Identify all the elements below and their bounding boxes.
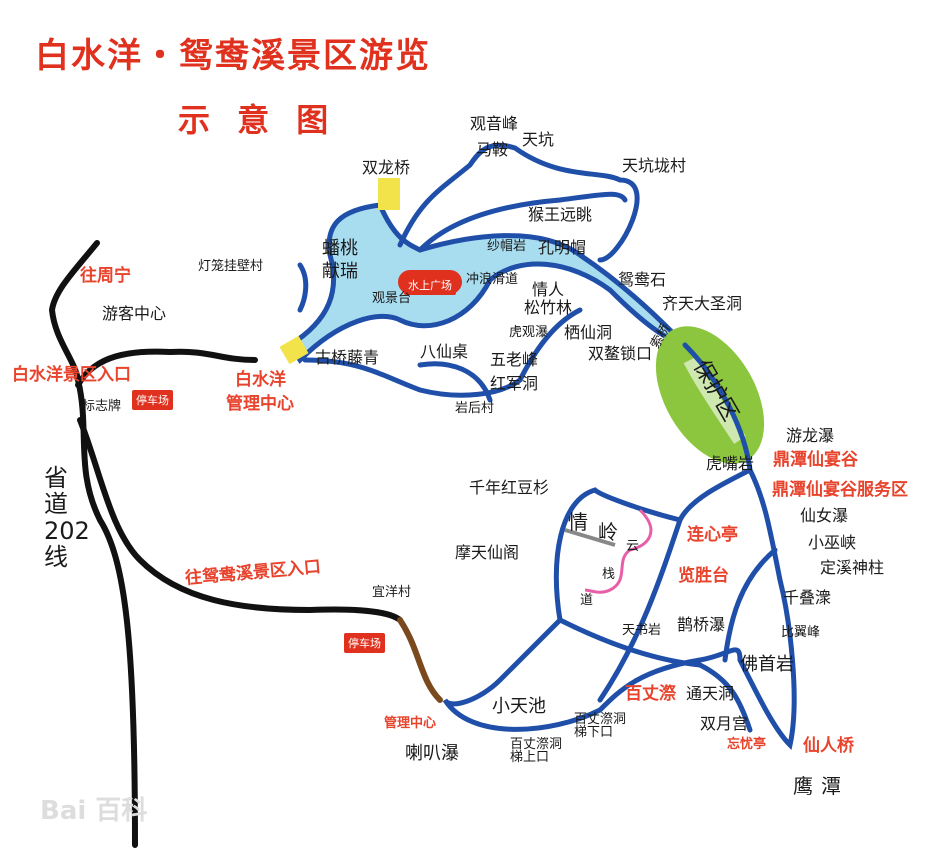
place-label: 鼎潭仙宴谷 bbox=[773, 450, 858, 470]
place-label: 百丈漈 bbox=[625, 684, 676, 704]
place-label: 摩天仙阁 bbox=[455, 543, 520, 562]
place-label: 天书岩 bbox=[622, 623, 662, 638]
place-label: 小天池 bbox=[492, 696, 546, 717]
place-label: 虎观瀑 bbox=[509, 325, 549, 340]
plank-road-label: 云 bbox=[626, 539, 640, 554]
place-label: 鸳鸯石 bbox=[618, 270, 667, 289]
place-label: 红军洞 bbox=[490, 374, 539, 393]
management-label: 管理中心 bbox=[226, 394, 294, 414]
place-label: 齐天大圣洞 bbox=[662, 294, 743, 313]
entrance-label: 白水洋景区入口 bbox=[12, 365, 131, 385]
place-label: 献瑞 bbox=[322, 261, 358, 282]
watermark: Bai 百科 bbox=[40, 796, 148, 826]
place-label: 千年红豆杉 bbox=[469, 478, 550, 497]
place-label: 比翼峰 bbox=[781, 625, 821, 640]
place-label: 小巫峡 bbox=[808, 533, 857, 552]
plank-road-label: 情 bbox=[568, 510, 588, 534]
place-label: 忘忧亭 bbox=[727, 737, 767, 752]
place-label: 情人 bbox=[532, 280, 565, 299]
plank-road bbox=[584, 508, 653, 594]
place-label: 双月宫 bbox=[700, 714, 749, 733]
bridge-yellow bbox=[378, 178, 400, 210]
direction-label: 往周宁 bbox=[80, 266, 131, 286]
map-subtitle: 示 意 图 bbox=[178, 101, 337, 139]
place-label: 鹊桥瀑 bbox=[677, 615, 726, 634]
place-label: 双龙桥 bbox=[362, 158, 411, 177]
road-bsy bbox=[75, 348, 258, 388]
plank-road-label: 道 bbox=[580, 593, 594, 608]
road-zhouning bbox=[48, 240, 138, 848]
place-label: 仙人桥 bbox=[803, 736, 854, 756]
place-label: 鹰潭 bbox=[793, 774, 849, 798]
place-label: 标志牌 bbox=[82, 399, 122, 414]
place-label: 双鳌锁口 bbox=[588, 344, 653, 363]
place-label: 八仙桌 bbox=[420, 342, 469, 361]
roads bbox=[48, 240, 443, 848]
water-plaza-badge: 水上广场 bbox=[404, 275, 456, 295]
parking-badge: 停车场 bbox=[132, 390, 173, 410]
place-label: 马鞍 bbox=[476, 140, 509, 159]
place-label: 天坑 bbox=[522, 130, 555, 149]
management-label: 管理中心 bbox=[384, 716, 437, 731]
place-label: 百丈漈洞梯上口 bbox=[510, 737, 563, 765]
place-label: 古桥藤青 bbox=[315, 348, 380, 367]
place-label: 喇叭瀑 bbox=[405, 743, 459, 764]
place-label: 通天洞 bbox=[686, 684, 735, 703]
place-label: 天坑垅村 bbox=[622, 156, 687, 175]
place-label: 灯笼挂壁村 bbox=[198, 259, 264, 274]
provincial-road-label: 省道202线 bbox=[44, 464, 90, 572]
place-label: 蟠桃 bbox=[322, 238, 358, 259]
place-label: 佛首岩 bbox=[740, 654, 794, 675]
management-label: 白水洋 bbox=[235, 370, 286, 390]
place-label: 连心亭 bbox=[687, 525, 738, 545]
map-title: 白水洋・鸳鸯溪景区游览 bbox=[35, 36, 431, 76]
visitor-center-label: 游客中心 bbox=[102, 304, 167, 323]
road-yyx bbox=[77, 417, 403, 623]
place-label: 栖仙洞 bbox=[564, 323, 613, 342]
plank-bridge bbox=[564, 528, 616, 547]
place-label: 览胜台 bbox=[678, 566, 729, 586]
road-brown bbox=[397, 617, 443, 703]
place-label: 观景台 bbox=[372, 291, 412, 306]
place-label: 仙女瀑 bbox=[800, 506, 849, 525]
place-label: 百丈漈洞梯下口 bbox=[574, 712, 627, 740]
place-label: 定溪神柱 bbox=[820, 558, 885, 577]
plank-road-label: 岭 bbox=[598, 520, 618, 544]
place-label: 千叠潨 bbox=[783, 588, 832, 607]
lake bbox=[286, 202, 694, 364]
place-label: 孔明帽 bbox=[538, 238, 587, 257]
place-label: 五老峰 bbox=[490, 350, 539, 369]
parking-badge: 停车场 bbox=[344, 633, 385, 653]
service-area-label: 鼎潭仙宴谷服务区 bbox=[772, 480, 908, 500]
place-label: 猴王远眺 bbox=[528, 205, 593, 224]
place-label: 松竹林 bbox=[524, 298, 573, 317]
place-label: 虎嘴岩 bbox=[706, 454, 755, 473]
place-label: 岩后村 bbox=[455, 401, 495, 416]
place-label: 冲浪滑道 bbox=[466, 272, 519, 287]
place-label: 宜洋村 bbox=[372, 585, 412, 600]
bridge-yellow bbox=[279, 335, 309, 365]
plank-road-label: 栈 bbox=[602, 567, 616, 582]
place-label: 游龙瀑 bbox=[786, 426, 835, 445]
trails bbox=[297, 142, 797, 750]
place-label: 纱帽岩 bbox=[487, 239, 527, 254]
place-label: 观音峰 bbox=[470, 114, 519, 133]
